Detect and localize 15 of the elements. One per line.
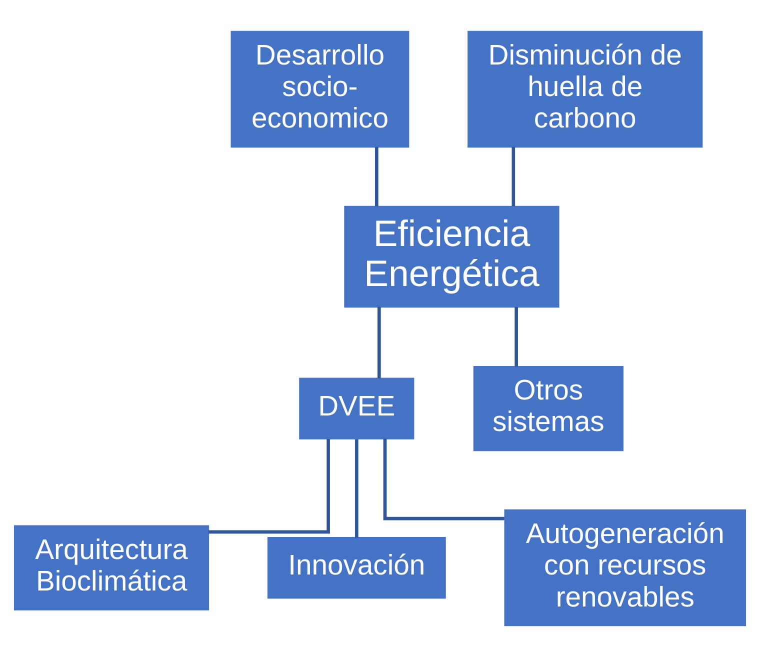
connector <box>208 438 330 534</box>
node-box: Autogeneración con recursos renovables <box>504 508 746 626</box>
connector <box>354 438 358 538</box>
node-box: Desarrollo socio-economico <box>230 30 410 148</box>
node-box: DVEE <box>299 377 414 439</box>
connector <box>514 306 518 366</box>
node-box: Innovación <box>267 536 446 598</box>
connector <box>512 146 516 206</box>
node-box: Disminución de huella de carbono <box>468 30 703 148</box>
node-box: Eficiencia Energética <box>344 205 560 308</box>
node-box: Otros sistemas <box>473 366 624 451</box>
connector <box>383 438 504 520</box>
node-box: Arquitectura Bioclimática <box>14 524 210 610</box>
connector <box>375 146 378 206</box>
connector <box>378 306 381 378</box>
